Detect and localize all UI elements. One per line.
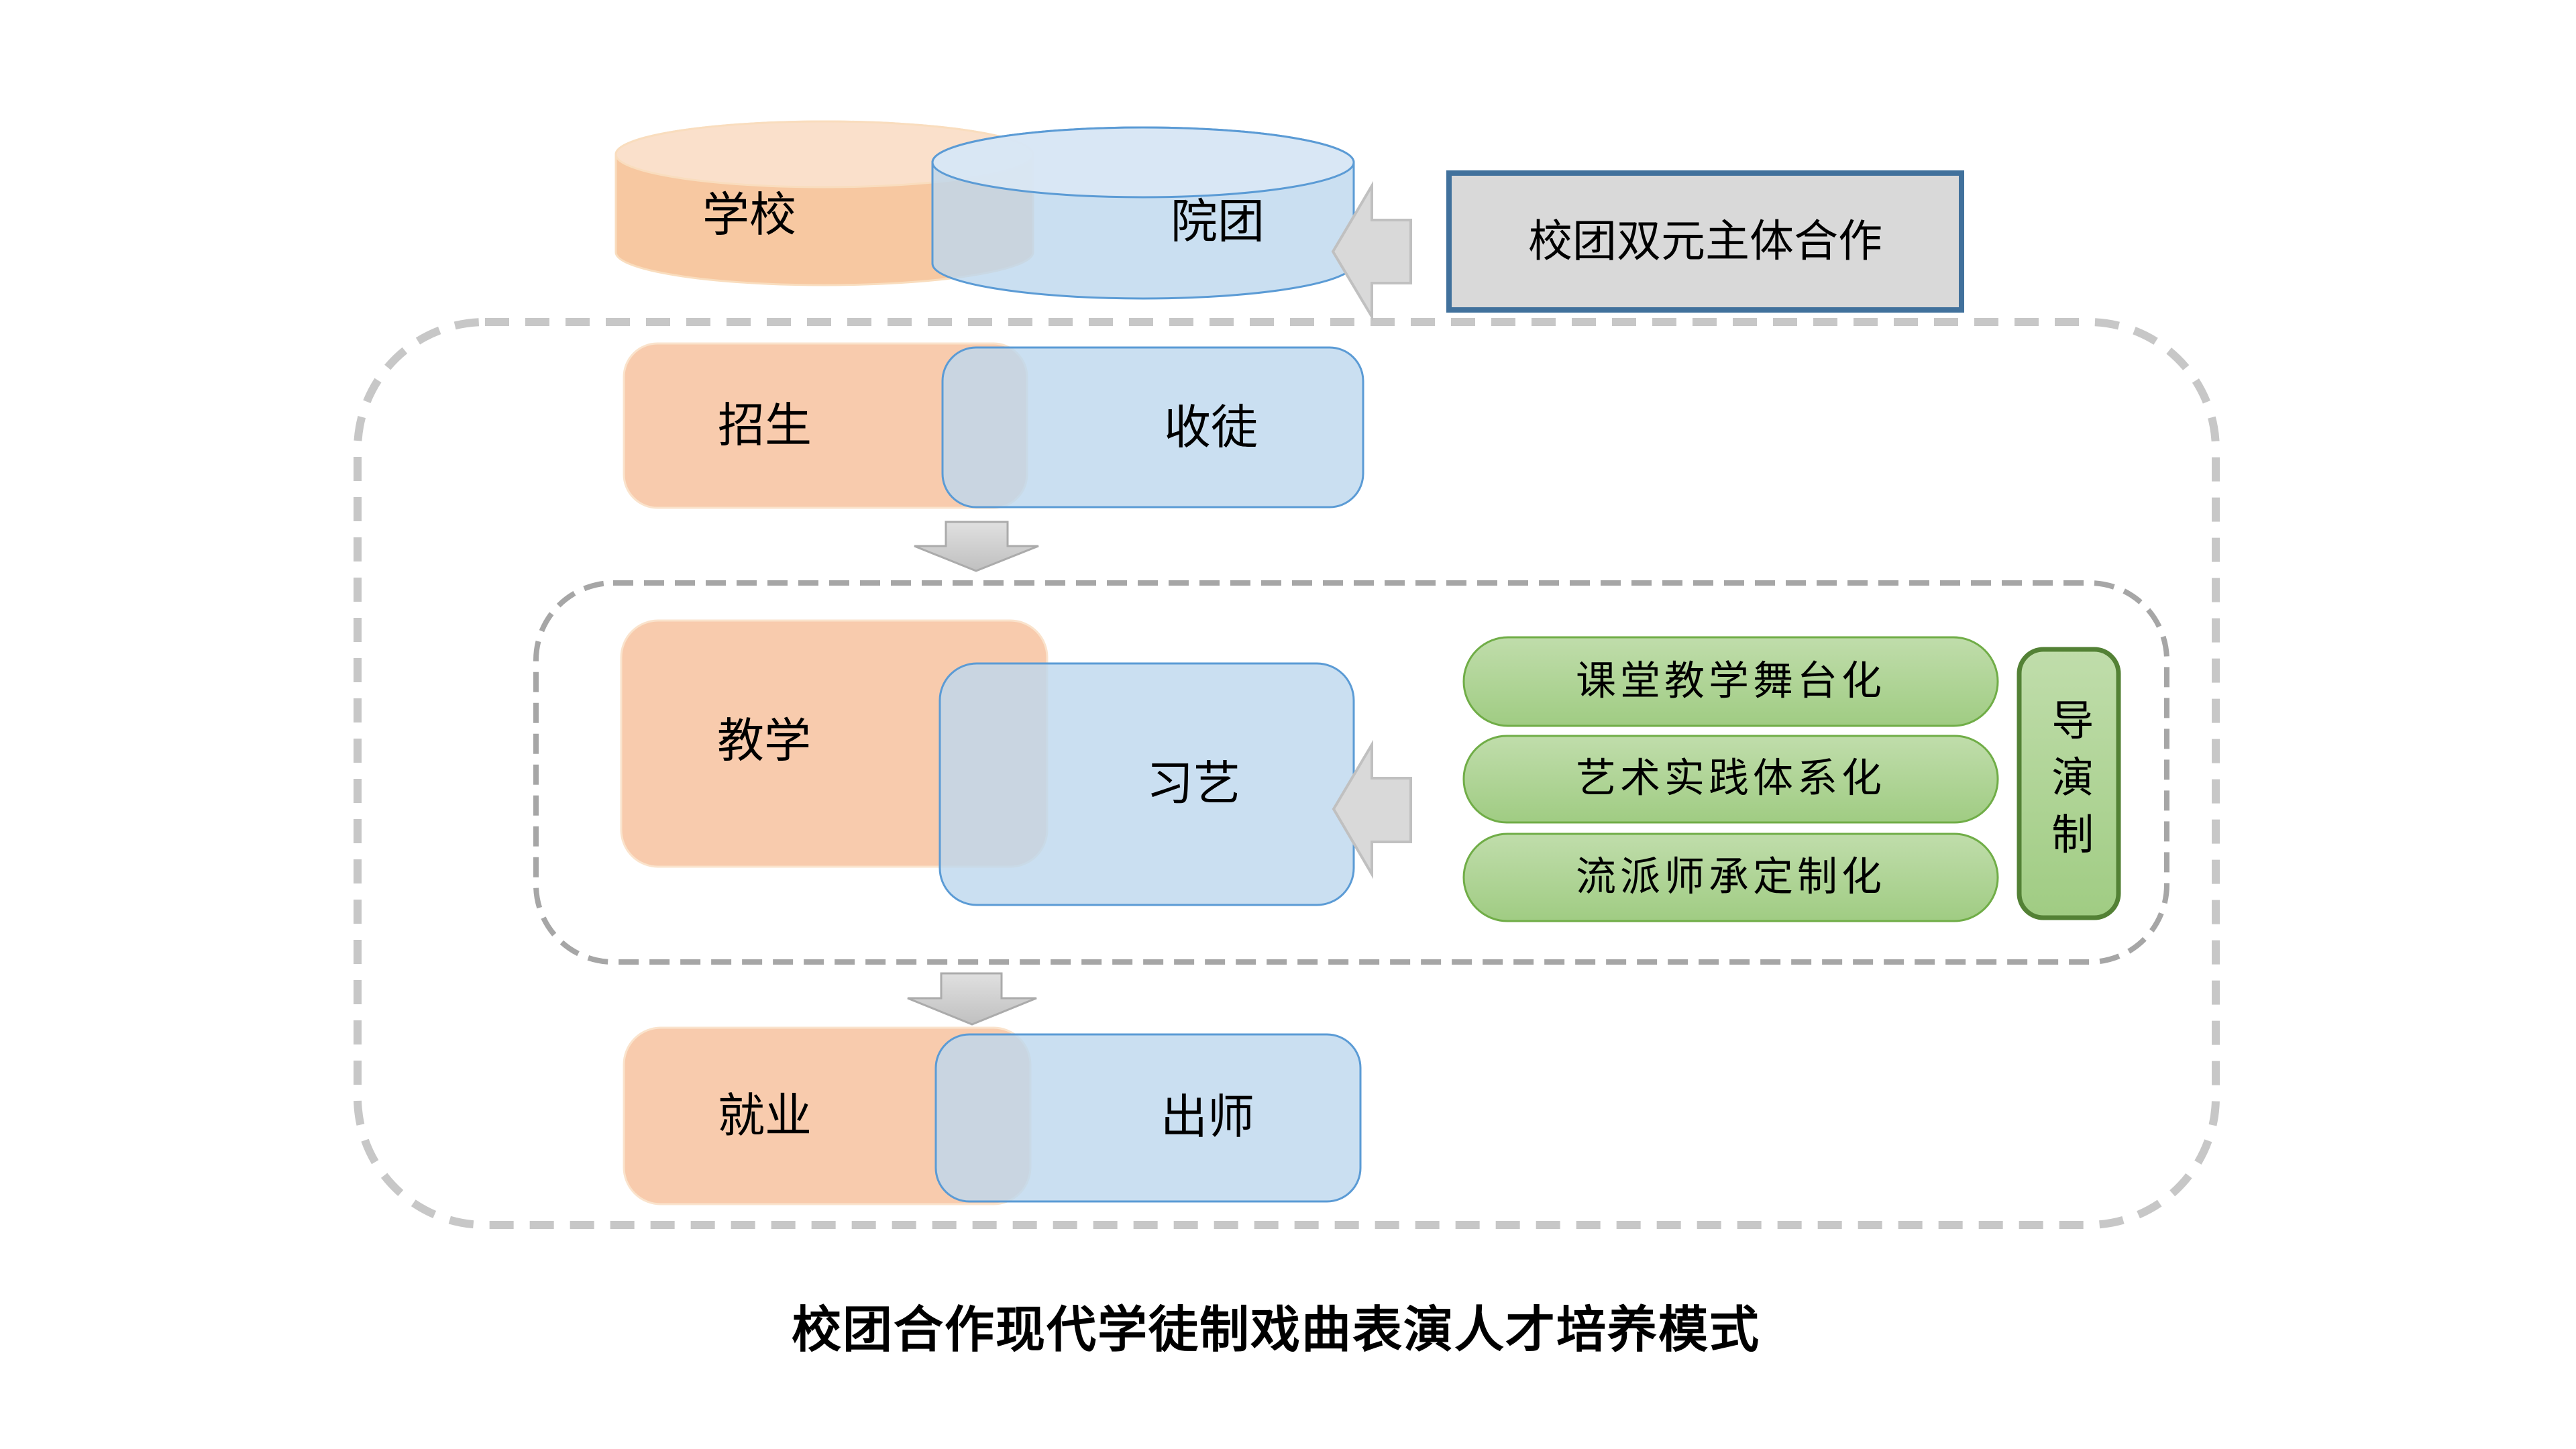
troupe-cylinder <box>931 126 1355 300</box>
method-pill-1 <box>1462 636 1999 727</box>
method-1-label: 课堂教学舞台化 <box>1576 657 1886 705</box>
inner-dashed-frame <box>533 580 2169 965</box>
school-cylinder <box>614 120 1034 286</box>
left-arrow-icon-cooperation <box>1331 180 1412 322</box>
employ-school-label: 就业 <box>718 1087 812 1143</box>
employ-troupe-label: 出师 <box>1161 1089 1254 1144</box>
left-arrow-icon-methods <box>1332 739 1412 879</box>
diagram-caption: 校团合作现代学徒制戏曲表演人才培养模式 <box>792 1301 1760 1359</box>
school-cylinder-label: 学校 <box>702 186 796 242</box>
method-2-label: 艺术实践体系化 <box>1576 755 1886 802</box>
method-3-label: 流派师承定制化 <box>1576 853 1886 901</box>
cooperation-box-label: 校团双元主体合作 <box>1528 215 1882 268</box>
troupe-cylinder-label: 院团 <box>1171 193 1265 249</box>
troupe-cylinder-top <box>931 126 1355 199</box>
recruit-school-label: 招生 <box>718 397 812 453</box>
down-arrow-icon-2 <box>907 972 1037 1026</box>
method-pill-2 <box>1462 735 1999 824</box>
employ-troupe-box <box>934 1033 1362 1203</box>
teach-school-label: 教学 <box>717 712 811 768</box>
method-pill-3 <box>1462 833 1999 922</box>
director-label: 导演制 <box>2045 698 2094 869</box>
down-arrow-icon-1 <box>914 521 1039 572</box>
teach-troupe-label: 习艺 <box>1146 755 1240 811</box>
cooperation-box <box>1446 170 1964 313</box>
recruit-troupe-label: 收徒 <box>1164 399 1258 455</box>
recruit-troupe-box <box>941 346 1364 508</box>
director-box <box>2017 647 2121 920</box>
